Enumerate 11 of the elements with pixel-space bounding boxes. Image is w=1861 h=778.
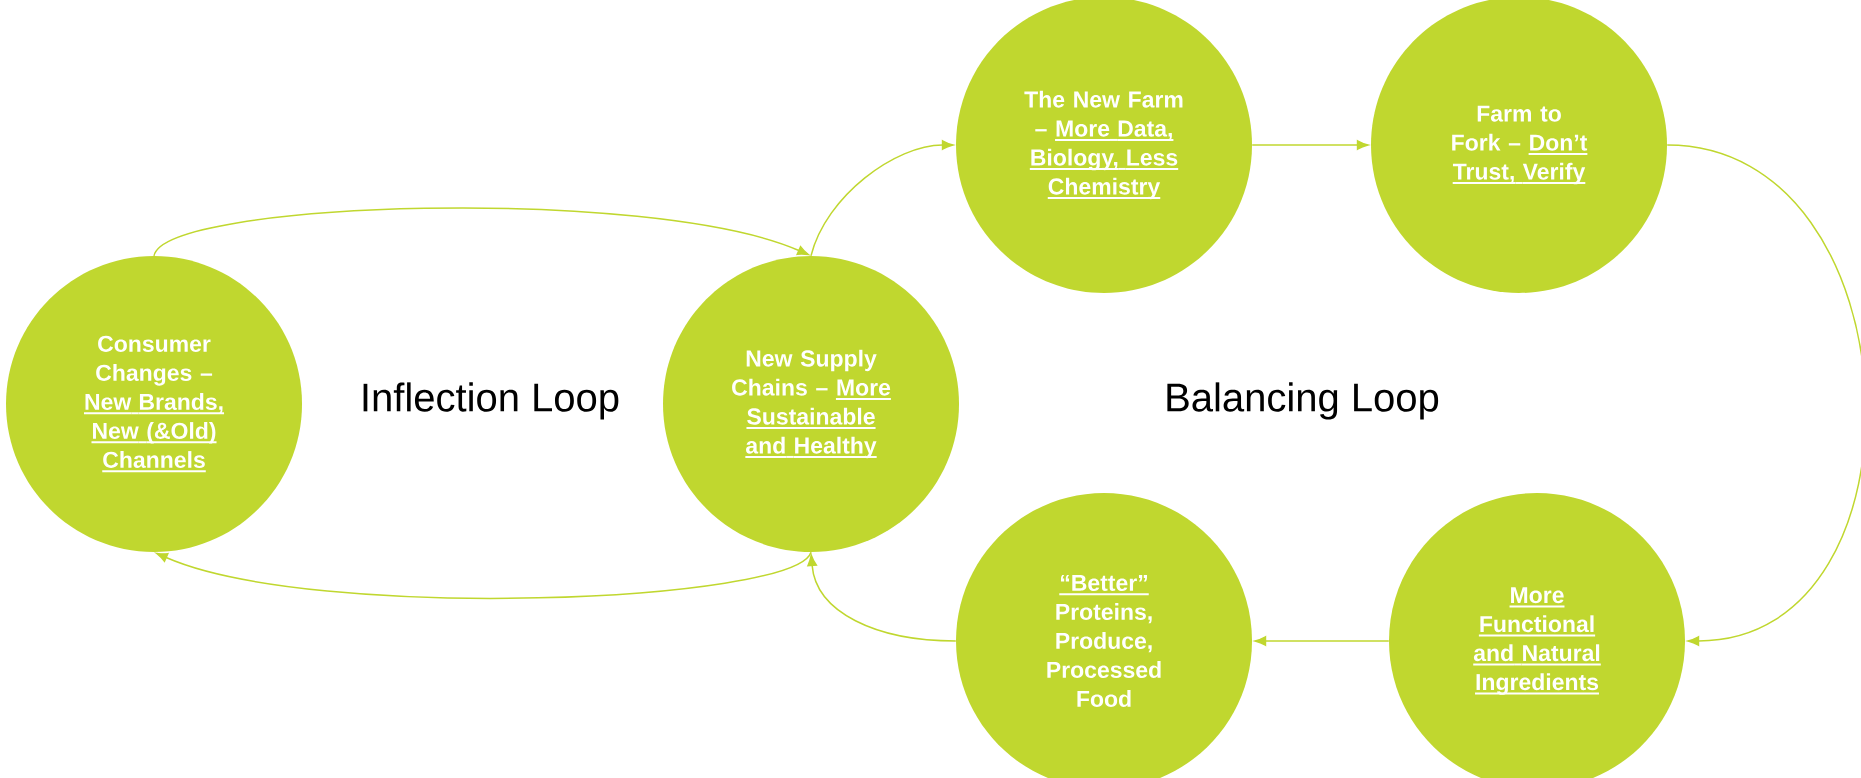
- arrow: [810, 140, 954, 257]
- arrow: [153, 207, 810, 257]
- arrow: [1251, 140, 1369, 150]
- arrow: [1666, 144, 1861, 646]
- arrow: [807, 554, 957, 642]
- loop-label: Balancing Loop: [1167, 382, 1439, 420]
- circle-node: New Supply Chains – More Sustainable and Healthy: [663, 256, 959, 552]
- arrow: [1254, 636, 1390, 646]
- arrow: [156, 551, 812, 599]
- loop-label: Inflection Loop: [363, 382, 619, 420]
- circle-node: Consumer Changes – New Brands, New (&Old) Channels: [6, 256, 302, 552]
